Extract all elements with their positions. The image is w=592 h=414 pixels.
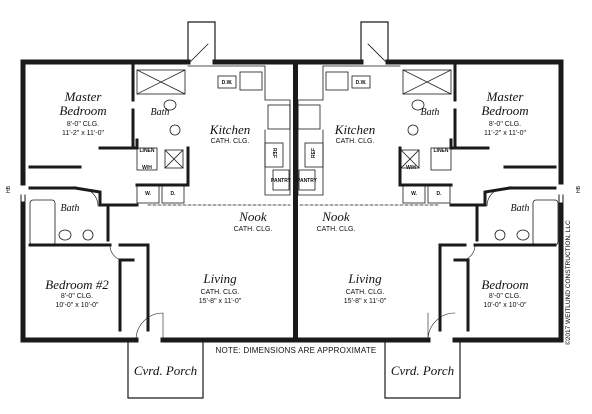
water-heater-right: W/H [406,165,416,171]
master-bedroom-right-name: Master Bedroom [481,89,529,118]
porch-right-outline [384,342,461,399]
dishwasher-right: D.W. [355,80,367,86]
master-bedroom-right-size: 11'-2" x 11'-0" [483,130,526,137]
porch-left-outline [127,342,204,399]
living-right-size: 15'-8" x 11'-0" [343,298,387,305]
bath-top-left: Bath [150,107,170,118]
fridge-right: REF [311,148,317,158]
linen-left: LINEN [139,148,155,154]
water-heater-left: W/H [142,165,152,171]
bath-bottom-right: Bath [510,203,530,214]
pantry-right: PANTRY [297,178,317,184]
hose-bib-right: HB [576,185,582,193]
exterior-walls [20,59,564,343]
bedroom-right-size: 10'-0" x 10'-0" [483,302,527,309]
bath-bottom-left: Bath [60,203,80,214]
washer-left: W. [145,191,151,197]
living-right-name: Living [348,271,382,286]
master-bedroom-left-name: Master Bedroom [59,89,107,118]
nook-left-name: Nook [239,209,267,224]
living-left-name: Living [203,271,237,286]
nook-right-ceiling: CATH. CLG. [316,226,356,233]
bath-top-right: Bath [420,107,440,118]
master-bedroom-right-ceiling: 8'-0" CLG. [488,121,522,128]
bedroom2-left-size: 10'-0" x 10'-0" [55,302,99,309]
dryer-left: D. [170,191,176,197]
bedroom-right-ceiling: 8'-0" CLG. [488,293,522,300]
living-right-ceiling: CATH. CLG. [345,289,385,296]
copyright-notice: ©2017 WEITLUND CONSTRUCTION, LLC [565,220,572,345]
master-bedroom-left-size: 11'-2" x 11'-0" [61,130,104,137]
living-left-ceiling: CATH. CLG. [200,289,240,296]
living-left-size: 15'-8" x 11'-0" [198,298,242,305]
kitchen-left-name: Kitchen [209,122,251,137]
kitchen-right-name: Kitchen [334,122,376,137]
nook-right-name: Nook [322,209,350,224]
bedroom2-left-ceiling: 8'-0" CLG. [60,293,94,300]
dryer-right: D. [436,191,442,197]
porch-right: Cvrd. Porch [390,363,455,378]
kitchen-right-ceiling: CATH. CLG. [335,138,375,145]
hose-bib-left: HB [6,185,12,193]
bedroom-right-name: Bedroom [481,277,529,292]
fridge-left: REF [271,148,277,158]
linen-right: LINEN [433,148,449,154]
master-bedroom-left-ceiling: 8'-0" CLG. [66,121,100,128]
dimensions-note: NOTE: DIMENSIONS ARE APPROXIMATE [215,346,377,355]
nook-left-ceiling: CATH. CLG. [233,226,273,233]
dishwasher-left: D.W. [221,80,233,86]
washer-right: W. [411,191,417,197]
porch-left: Cvrd. Porch [133,363,198,378]
pantry-left: PANTRY [271,178,291,184]
kitchen-left-ceiling: CATH. CLG. [210,138,250,145]
bedroom2-left-name: Bedroom #2 [45,277,109,292]
